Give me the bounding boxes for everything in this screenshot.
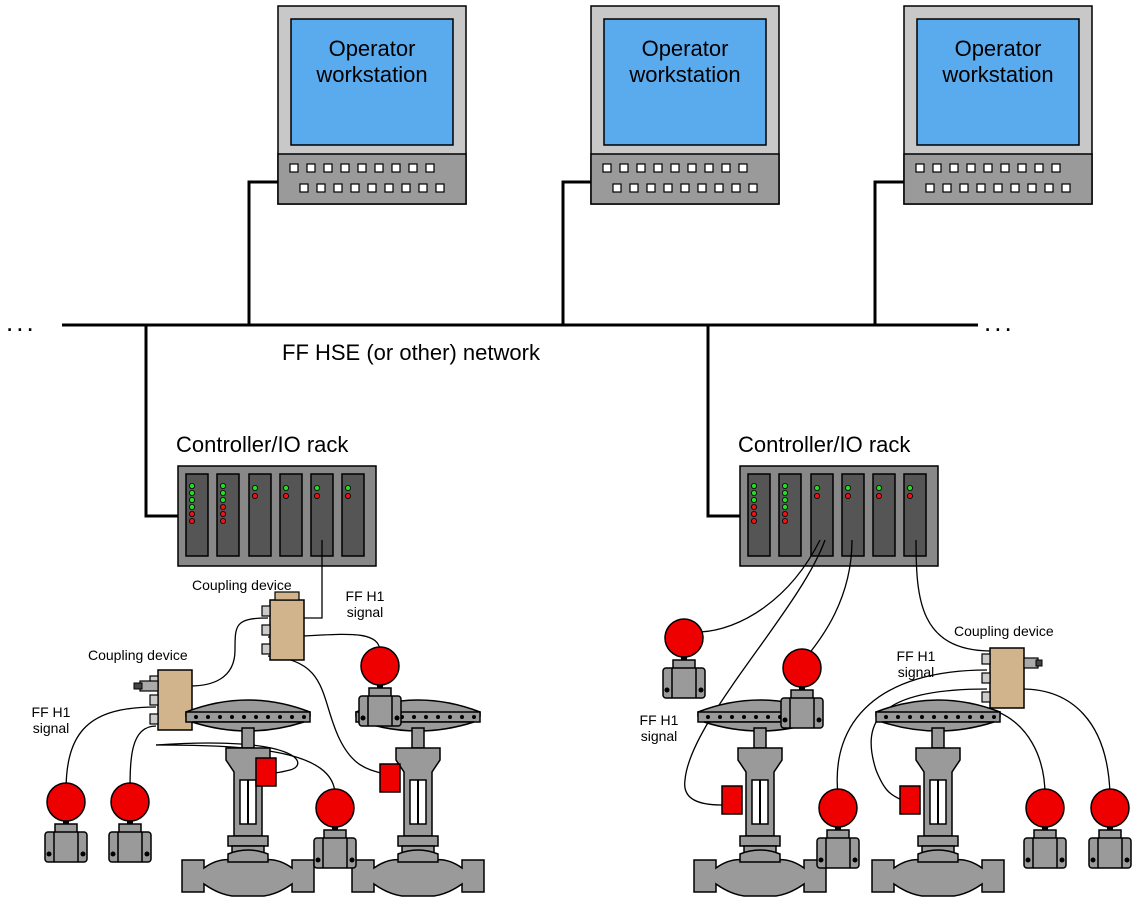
workstation-label-line1: Operator [329, 36, 416, 61]
controller-rack-left [177, 465, 377, 567]
network-continues-right: ... [984, 307, 1015, 337]
pressure-transmitter [1024, 789, 1066, 868]
pressure-transmitter [109, 783, 151, 862]
control-valve-left-2 [351, 699, 485, 897]
workstation-label-line2: workstation [315, 62, 427, 87]
signal-label-lower-left-2: signal [33, 720, 70, 736]
operator-workstation-2: Operator workstation [590, 5, 780, 205]
pressure-transmitter [359, 647, 401, 726]
coupling-device-right [981, 647, 1043, 709]
coupling-device-upper-left [261, 591, 305, 661]
operator-workstation-3: Operator workstation [903, 5, 1093, 205]
rack-label-left: Controller/IO rack [176, 432, 349, 457]
signal-label-right-1: FF H1 [897, 648, 936, 664]
network-label: FF HSE (or other) network [282, 340, 541, 365]
workstation-label-line2: workstation [628, 62, 740, 87]
control-valve-right-2 [871, 699, 1005, 897]
pressure-transmitter [663, 619, 705, 698]
signal-label-lower-left-1: FF H1 [32, 704, 71, 720]
signal-label-lower-right-1: FF H1 [640, 712, 679, 728]
workstation-label-line1: Operator [642, 36, 729, 61]
signal-label-right-2: signal [898, 664, 935, 680]
signal-label-upper-left-1: FF H1 [346, 588, 385, 604]
control-valve-right-1 [693, 699, 827, 897]
network-continues-left: ... [6, 307, 37, 337]
rack-label-right: Controller/IO rack [738, 432, 911, 457]
coupling-label-upper-left: Coupling device [192, 577, 292, 593]
pressure-transmitter [817, 789, 859, 868]
coupling-label-lower-left: Coupling device [88, 647, 188, 663]
control-valve-left-1 [181, 699, 315, 897]
pressure-transmitter [45, 783, 87, 862]
pressure-transmitter [781, 649, 823, 728]
coupling-label-right: Coupling device [954, 623, 1054, 639]
signal-label-upper-left-2: signal [347, 604, 384, 620]
controller-rack-right [739, 465, 939, 567]
pressure-transmitter [1089, 789, 1131, 868]
workstation-label-line2: workstation [941, 62, 1053, 87]
signal-label-lower-right-2: signal [641, 728, 678, 744]
pressure-transmitter [314, 789, 356, 868]
hse-network [62, 180, 978, 518]
workstation-label-line1: Operator [955, 36, 1042, 61]
operator-workstation-1: Operator workstation [277, 5, 467, 205]
coupling-device-lower-left [133, 669, 193, 731]
h1-cabling [65, 539, 1111, 806]
